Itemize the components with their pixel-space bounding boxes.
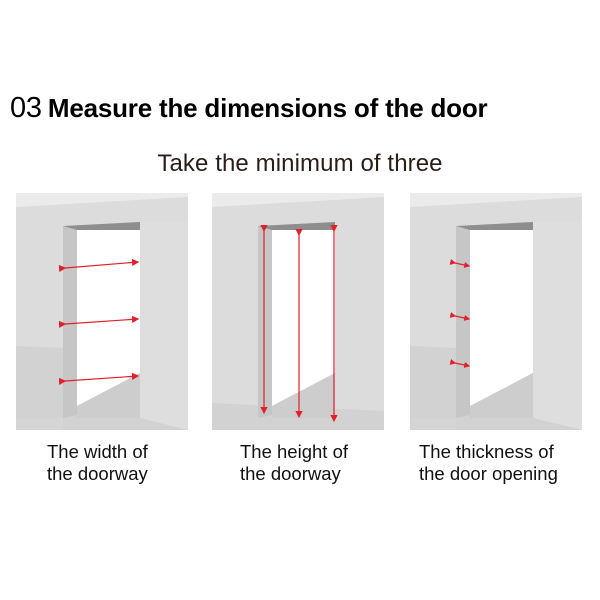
caption-line: the doorway [240,463,341,484]
door-opening-thickness-illustration [410,193,582,430]
panel-doorway-height [212,193,384,430]
height-arrows [260,225,338,423]
step-number: 03 [10,92,42,124]
caption-line: The height of [240,441,348,462]
caption-line: the door opening [419,463,558,484]
caption-line: The thickness of [419,441,554,462]
caption-line: The width of [47,441,148,462]
subtitle: Take the minimum of three [157,150,443,177]
caption-line: the doorway [47,463,148,484]
thickness-arrows [449,259,471,368]
panel-doorway-width [16,193,188,430]
panel-door-opening-thickness [410,193,582,430]
doorway-width-illustration [16,193,188,430]
caption-doorway-height: The height of the doorway [240,441,348,485]
title-text: Measure the dimensions of the door [47,93,488,123]
doorway-height-illustration [212,193,384,430]
caption-doorway-width: The width of the doorway [47,441,148,485]
width-arrows [58,258,140,386]
caption-door-opening-thickness: The thickness of the door opening [419,441,558,485]
